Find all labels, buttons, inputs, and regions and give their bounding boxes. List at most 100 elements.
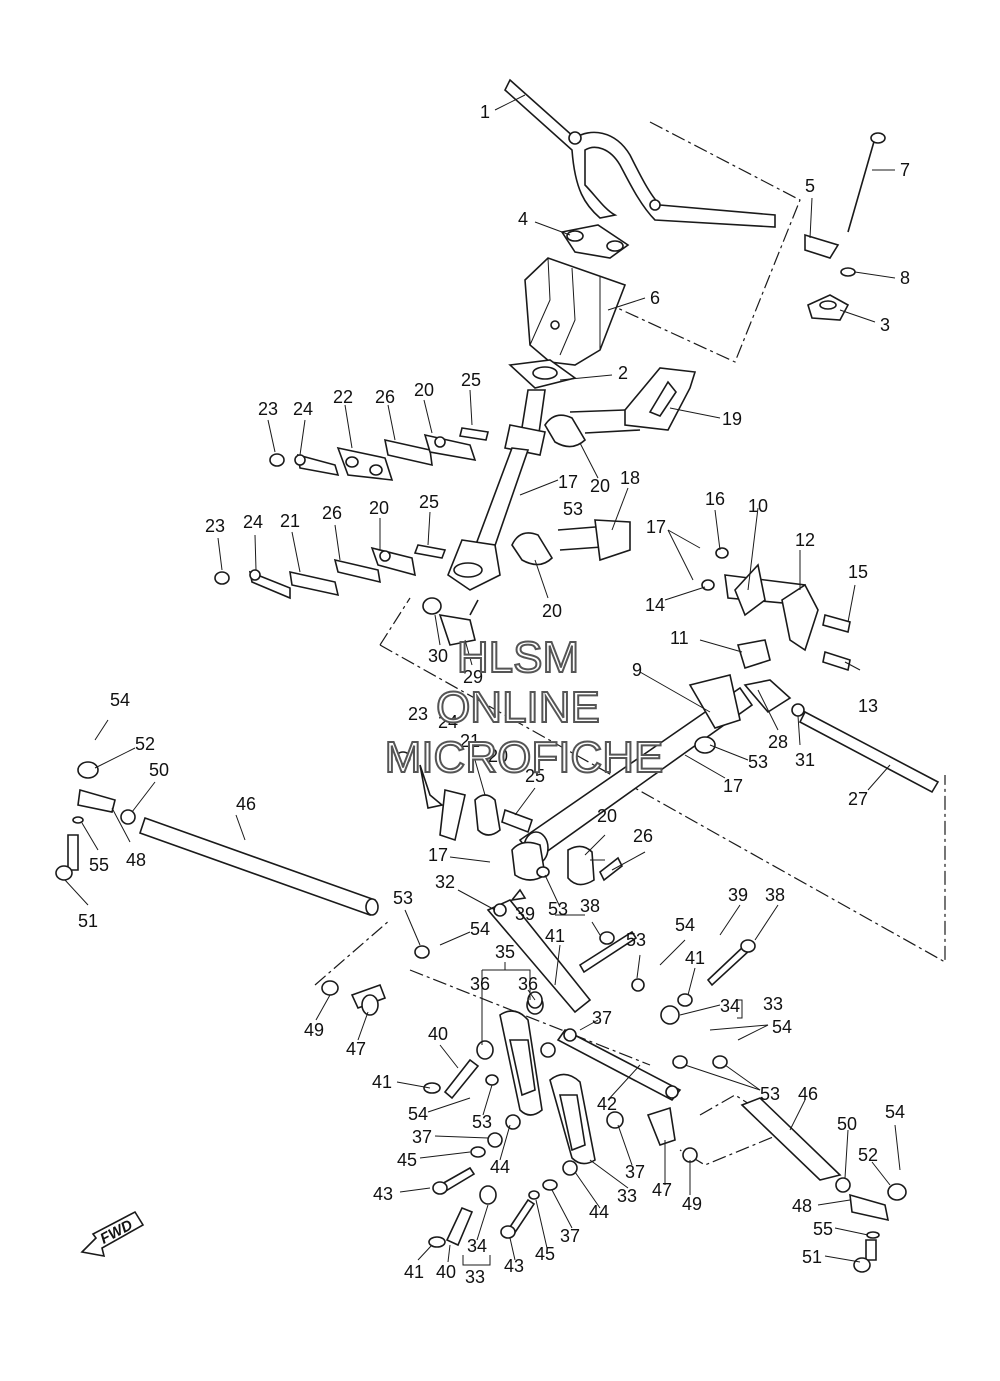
callout-25b: 25 xyxy=(419,492,439,512)
ball-joint-upper xyxy=(422,597,479,646)
callout-24b: 24 xyxy=(243,512,263,532)
callout-47b: 47 xyxy=(652,1180,672,1200)
callout-37d: 37 xyxy=(560,1226,580,1246)
handlebar-holder-lower xyxy=(560,224,630,259)
fwd-arrow-icon: FWD xyxy=(80,1210,145,1258)
callout-53d: 53 xyxy=(548,899,568,919)
callout-34b: 34 xyxy=(467,1236,487,1256)
tie-rod-left xyxy=(55,761,379,917)
bolts-collars xyxy=(321,930,756,1248)
callout-20b: 20 xyxy=(590,476,610,496)
callout-9: 9 xyxy=(632,660,642,680)
upper-linkage-row xyxy=(269,427,489,481)
callout-40: 40 xyxy=(428,1024,448,1044)
callout-44b: 44 xyxy=(589,1202,609,1222)
watermark-line-3: MICROFICHE xyxy=(385,733,664,782)
callout-41: 41 xyxy=(545,926,565,946)
callout-54b: 54 xyxy=(470,919,490,939)
callout-25: 25 xyxy=(461,370,481,390)
callout-1: 1 xyxy=(480,102,490,122)
callout-37b: 37 xyxy=(412,1127,432,1147)
callout-41d: 41 xyxy=(404,1262,424,1282)
watermark-line-2: ONLINE xyxy=(436,683,600,732)
callout-6: 6 xyxy=(650,288,660,308)
callout-35: 35 xyxy=(495,942,515,962)
callout-49b: 49 xyxy=(682,1194,702,1214)
callout-17c: 17 xyxy=(723,776,743,796)
callout-17b: 17 xyxy=(558,472,578,492)
middle-linkage xyxy=(395,751,624,886)
callout-45: 45 xyxy=(397,1150,417,1170)
callout-51b: 51 xyxy=(802,1247,822,1267)
callout-18: 18 xyxy=(620,468,640,488)
callout-51: 51 xyxy=(78,911,98,931)
callout-54f: 54 xyxy=(885,1102,905,1122)
callout-47: 47 xyxy=(346,1039,366,1059)
callout-11: 11 xyxy=(670,628,689,648)
callout-28: 28 xyxy=(768,732,788,752)
callout-22: 22 xyxy=(333,387,353,407)
lower-arm-left xyxy=(476,991,544,1116)
callout-23c: 23 xyxy=(408,704,428,724)
callout-37: 37 xyxy=(592,1008,612,1028)
callout-3: 3 xyxy=(880,315,890,335)
callout-26c: 26 xyxy=(633,826,653,846)
callout-52b: 52 xyxy=(858,1145,878,1165)
watermark-line-1: HLSM xyxy=(457,633,579,682)
callout-26b: 26 xyxy=(322,503,342,523)
callout-41c: 41 xyxy=(372,1072,392,1092)
callout-31: 31 xyxy=(795,750,815,770)
callout-49: 49 xyxy=(304,1020,324,1040)
callout-labels: 1 2 3 4 5 6 7 8 9 10 11 12 13 14 15 16 1… xyxy=(78,102,910,1287)
callout-54e: 54 xyxy=(408,1104,428,1124)
callout-53c: 53 xyxy=(393,888,413,908)
callout-16: 16 xyxy=(705,489,725,509)
drag-link-42 xyxy=(556,1028,682,1102)
callout-39: 39 xyxy=(515,904,535,924)
callout-20d: 20 xyxy=(542,601,562,621)
callout-44: 44 xyxy=(490,1157,510,1177)
callout-53g: 53 xyxy=(760,1084,780,1104)
callout-53e: 53 xyxy=(626,930,646,950)
callout-26: 26 xyxy=(375,387,395,407)
callout-46: 46 xyxy=(236,794,256,814)
callout-5: 5 xyxy=(805,176,815,196)
callout-42: 42 xyxy=(597,1094,617,1114)
callout-54c: 54 xyxy=(675,915,695,935)
callout-40b: 40 xyxy=(436,1262,456,1282)
column-clamps xyxy=(511,409,641,566)
callout-13: 13 xyxy=(858,696,878,716)
column-bracket xyxy=(624,367,697,431)
callout-25c: 25 xyxy=(525,766,545,786)
callout-27: 27 xyxy=(848,789,868,809)
phantom-lines xyxy=(314,121,946,1166)
callout-20e: 20 xyxy=(488,746,508,766)
callout-10: 10 xyxy=(748,496,768,516)
callout-17: 17 xyxy=(646,517,666,537)
callout-24c: 24 xyxy=(438,712,458,732)
callout-45b: 45 xyxy=(535,1244,555,1264)
callout-23: 23 xyxy=(258,399,278,419)
callout-38b: 38 xyxy=(765,885,785,905)
callout-39b: 39 xyxy=(728,885,748,905)
callout-55b: 55 xyxy=(813,1219,833,1239)
callout-32: 32 xyxy=(435,872,455,892)
callout-19: 19 xyxy=(722,409,742,429)
callout-37c: 37 xyxy=(625,1162,645,1182)
callout-29: 29 xyxy=(463,667,483,687)
callout-7: 7 xyxy=(900,160,910,180)
callout-43: 43 xyxy=(373,1184,393,1204)
callout-21: 21 xyxy=(280,511,300,531)
callout-48b: 48 xyxy=(792,1196,812,1216)
callout-4: 4 xyxy=(518,209,528,229)
callout-54d: 54 xyxy=(772,1017,792,1037)
callout-36b: 36 xyxy=(518,974,538,994)
callout-24: 24 xyxy=(293,399,313,419)
callout-36: 36 xyxy=(470,974,490,994)
callout-2: 2 xyxy=(618,363,628,383)
callout-50b: 50 xyxy=(837,1114,857,1134)
callout-53: 53 xyxy=(563,499,583,519)
lower-linkage-row xyxy=(214,544,447,600)
callout-15: 15 xyxy=(848,562,868,582)
callout-20f: 20 xyxy=(597,806,617,826)
